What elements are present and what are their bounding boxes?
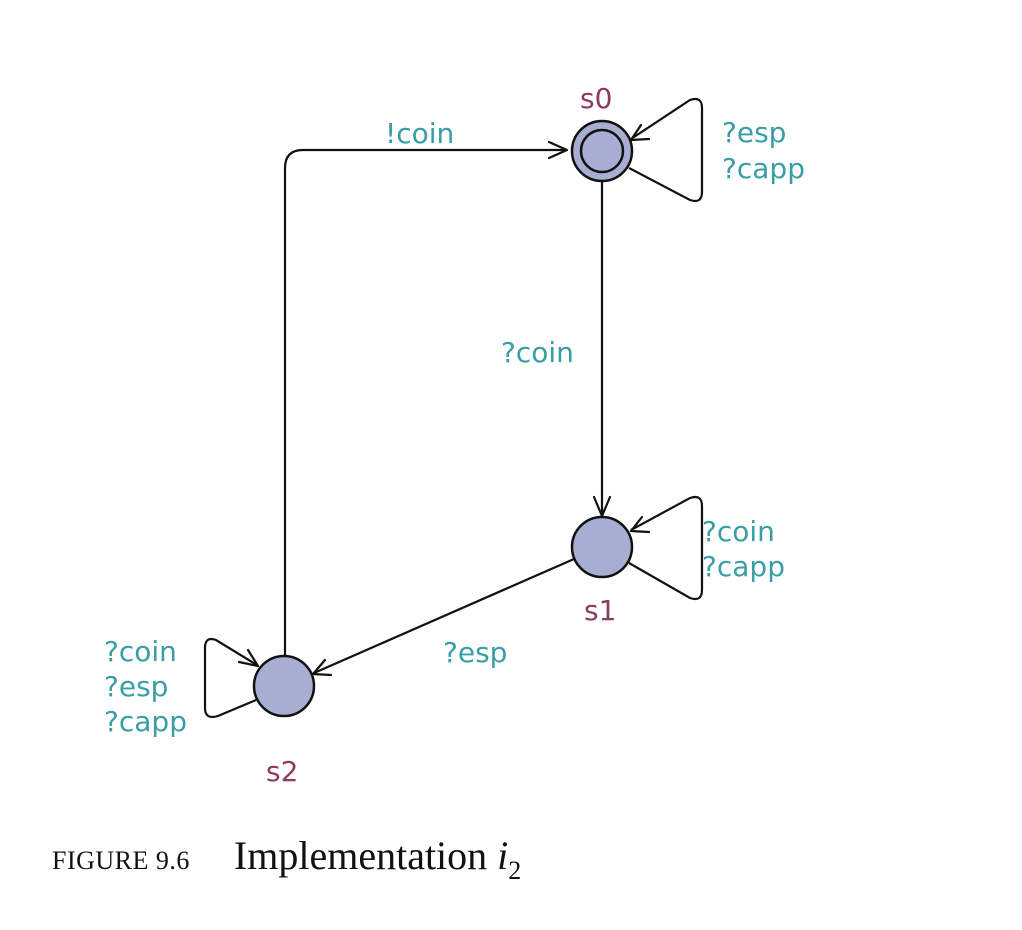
automaton-diagram: !coin ?coin ?esp ?esp ?capp ?coin ?capp …	[104, 82, 805, 788]
edge-s1-s2	[311, 557, 575, 677]
arrow-head-icon	[629, 515, 651, 534]
edge-s2-s0	[283, 140, 569, 656]
arrow-head-icon	[237, 648, 260, 668]
transition-label: !coin	[385, 117, 454, 150]
edge-s0-s1	[592, 180, 612, 518]
transition-label: ?esp	[104, 670, 168, 703]
figure-title: Implementation	[233, 833, 498, 878]
transition-label: ?coin	[501, 336, 574, 369]
state-s2	[252, 654, 316, 718]
state-s0	[570, 119, 634, 183]
self-loop-s0	[628, 97, 704, 203]
transition-label: ?esp	[722, 116, 786, 149]
state-label-s2: s2	[266, 755, 298, 788]
transition-label: ?esp	[443, 636, 507, 669]
arrow-head-icon	[547, 140, 569, 160]
state-label-s1: s1	[584, 594, 616, 627]
figure-number: FIGURE 9.6	[52, 846, 190, 875]
figure-title-subscript: 2	[508, 856, 522, 885]
figure-title-variable: i	[497, 833, 509, 878]
transition-label: ?coin	[702, 515, 775, 548]
initial-state-marker	[579, 128, 625, 174]
arrow-head-icon	[311, 658, 333, 677]
self-loop-s2	[203, 637, 260, 719]
edge-line	[628, 495, 704, 601]
edge-line	[628, 97, 704, 203]
edge-line	[313, 557, 575, 675]
edge-line	[283, 148, 565, 656]
transition-label: ?capp	[722, 152, 805, 185]
state-label-s0: s0	[580, 82, 612, 115]
transition-label: ?capp	[702, 550, 785, 583]
self-loop-s1	[628, 495, 704, 601]
transition-label: ?capp	[104, 705, 187, 738]
figure-caption: FIGURE 9.6 Implementation i2	[52, 832, 521, 886]
state-s1	[570, 515, 634, 579]
transition-label: ?coin	[104, 635, 177, 668]
edge-line	[203, 637, 258, 719]
